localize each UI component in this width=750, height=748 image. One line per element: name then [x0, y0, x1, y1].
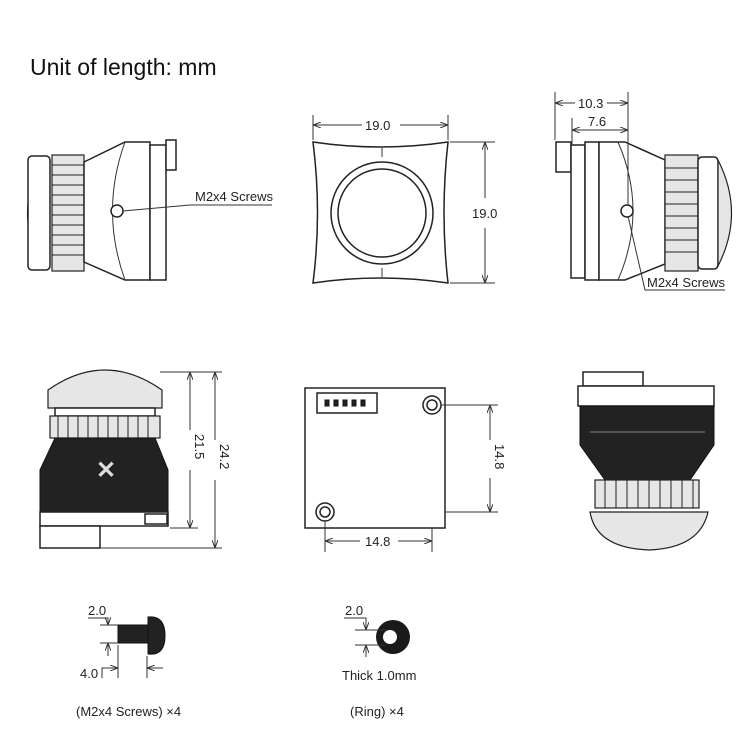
- pcb-horizontal-dimension: 14.8: [365, 534, 390, 549]
- front-height-dimension: 19.0: [472, 206, 497, 221]
- ring-accessory: 2.0 Thick 1.0mm (Ring) ×4: [342, 603, 416, 719]
- screw-accessory: 2.0 4.0 (M2x4 Screws) ×4: [76, 603, 181, 719]
- screw-diameter-dimension: 2.0: [88, 603, 106, 618]
- camera-right-side-view: 10.3 7.6 M2x4 Screws: [554, 92, 732, 291]
- screw-hole-icon: [620, 204, 634, 218]
- screw-length-dimension: 4.0: [80, 666, 98, 681]
- pcb-vertical-dimension: 14.8: [492, 444, 507, 469]
- screw-caption: (M2x4 Screws) ×4: [76, 704, 181, 719]
- overall-depth-dimension: 10.3: [578, 96, 603, 111]
- camera-left-side-view: M2x4 Screws: [26, 139, 274, 281]
- brand-logo-icon: ✕: [96, 457, 116, 484]
- camera-back-view: ✕ 21.5 24.2: [39, 369, 232, 549]
- body-height-dimension: 21.5: [192, 434, 207, 459]
- ring-caption: (Ring) ×4: [350, 704, 404, 719]
- front-width-dimension: 19.0: [365, 118, 390, 133]
- camera-pcb-view: 14.8 14.8: [304, 387, 507, 552]
- right-screw-label: M2x4 Screws: [647, 275, 726, 290]
- unit-title: Unit of length: mm: [30, 54, 217, 80]
- screw-hole-icon: [110, 204, 124, 218]
- ring-diameter-dimension: 2.0: [345, 603, 363, 618]
- left-screw-label: M2x4 Screws: [195, 189, 274, 204]
- camera-front-view: 19.0 19.0: [312, 115, 497, 284]
- camera-rear-view: [577, 371, 715, 551]
- total-height-dimension: 24.2: [217, 444, 232, 469]
- ring-thickness-label: Thick 1.0mm: [342, 668, 416, 683]
- body-depth-dimension: 7.6: [588, 114, 606, 129]
